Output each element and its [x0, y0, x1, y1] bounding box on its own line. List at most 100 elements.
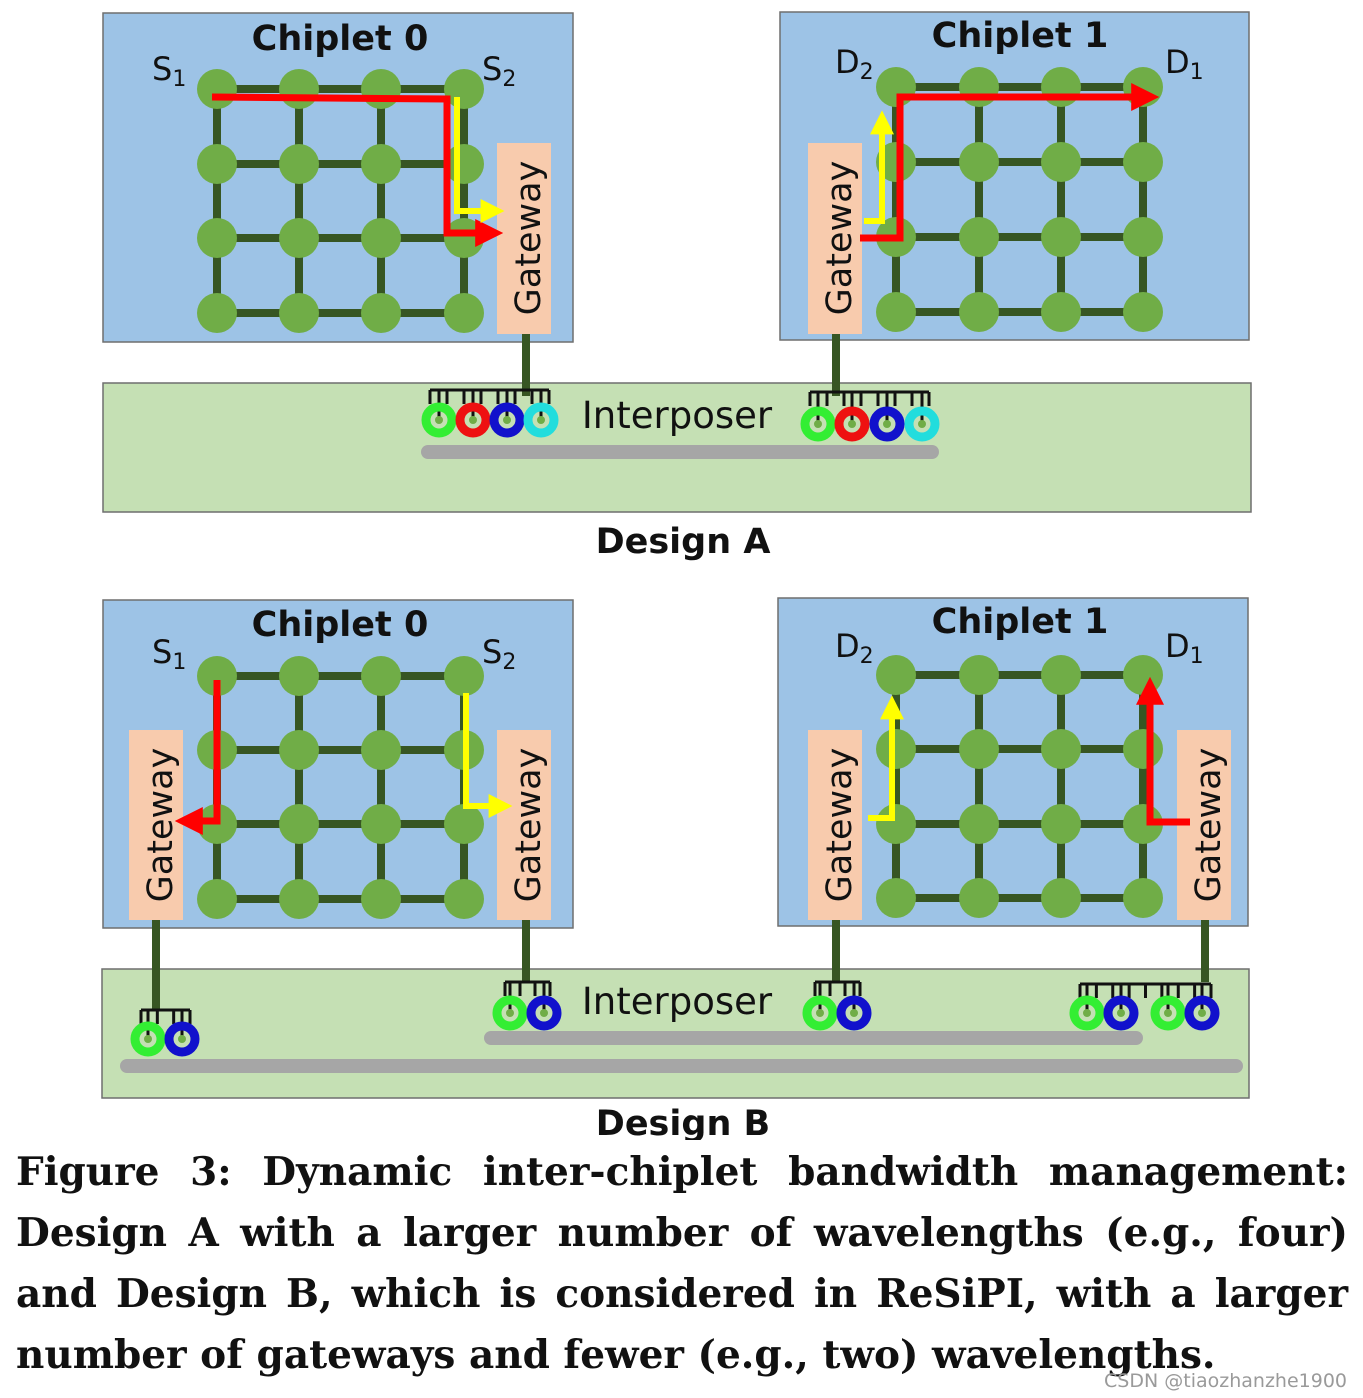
- microring-core: [1083, 1009, 1091, 1017]
- gateway-b0-right-label: Gateway: [509, 748, 549, 903]
- router-node: [279, 730, 319, 770]
- router-mesh-a0: [197, 69, 484, 333]
- router-node: [361, 144, 401, 184]
- gateway-b1-left-label: Gateway: [820, 748, 860, 903]
- microring-bank-a1: [800, 390, 940, 442]
- design-b: Interposer Gateway Gateway Chiplet 0 S1 …: [101, 597, 1250, 1140]
- microring: [834, 406, 870, 442]
- microring-core: [506, 1009, 514, 1017]
- microring-core: [1198, 1009, 1206, 1017]
- red-path-b0: [174, 680, 221, 835]
- microring-bank-a0: [421, 388, 559, 438]
- gateway-b0-left-label: Gateway: [141, 748, 181, 903]
- chiplet0-b-title: Chiplet 0: [252, 605, 429, 645]
- source-s1-b: S1: [152, 633, 186, 675]
- router-node: [279, 144, 319, 184]
- microring-core: [850, 1009, 858, 1017]
- yellow-path-a0: [454, 97, 505, 223]
- router-node: [279, 804, 319, 844]
- router-node: [1041, 729, 1081, 769]
- gateway-b0-right: [497, 730, 551, 920]
- router-node: [279, 656, 319, 696]
- dest-d1-a: D1: [1165, 43, 1204, 85]
- chiplet1-a-title: Chiplet 1: [932, 16, 1109, 56]
- microring-core: [435, 416, 443, 424]
- router-node: [444, 879, 484, 919]
- microring-core: [814, 420, 822, 428]
- router-node: [279, 293, 319, 333]
- gateway-a1: [808, 143, 862, 334]
- router-node: [361, 293, 401, 333]
- microring-core: [816, 1009, 824, 1017]
- source-s2-a: S2: [482, 50, 516, 92]
- router-node: [1041, 142, 1081, 182]
- router-node: [1041, 292, 1081, 332]
- router-node: [1041, 878, 1081, 918]
- router-node: [959, 142, 999, 182]
- router-node: [197, 69, 237, 109]
- microring-core: [178, 1035, 186, 1043]
- router-mesh-b0: [197, 656, 484, 919]
- microring-core: [918, 420, 926, 428]
- microring: [164, 1021, 200, 1057]
- router-node: [279, 218, 319, 258]
- chiplet0-b: Gateway Gateway Chiplet 0 S1 S2: [102, 599, 574, 929]
- microring: [1150, 995, 1186, 1031]
- microring: [1103, 995, 1139, 1031]
- watermark: CSDN @tiaozhanzhe1900: [1104, 1370, 1347, 1392]
- chiplet0-a-title: Chiplet 0: [252, 19, 429, 59]
- router-node: [361, 218, 401, 258]
- red-path-a0: [211, 93, 504, 247]
- red-path-b1: [1136, 676, 1190, 826]
- yellow-path-b0: [463, 693, 513, 818]
- router-node: [959, 878, 999, 918]
- microring: [523, 402, 559, 438]
- dest-d1-b: D1: [1165, 627, 1204, 669]
- router-node: [1123, 217, 1163, 257]
- source-s2-b: S2: [482, 633, 516, 675]
- microring: [1069, 995, 1105, 1031]
- design-b-title: Design B: [596, 1104, 770, 1140]
- router-node: [361, 879, 401, 919]
- gateway-a0-label: Gateway: [509, 161, 549, 316]
- router-node: [197, 656, 237, 696]
- router-node: [361, 69, 401, 109]
- router-node: [1041, 655, 1081, 695]
- router-node: [279, 69, 319, 109]
- router-node: [1123, 655, 1163, 695]
- gateway-a1-label: Gateway: [820, 161, 860, 316]
- design-a: Interposer Gateway Chiplet 0 S1 S2 Gatew…: [102, 11, 1252, 562]
- inter-chiplet-diagram: Interposer Gateway Chiplet 0 S1 S2 Gatew…: [101, 11, 1252, 1140]
- microring-core: [503, 416, 511, 424]
- router-node: [361, 730, 401, 770]
- router-node: [197, 218, 237, 258]
- microring-banks-b: [130, 980, 1220, 1057]
- chiplet1-b: Gateway Gateway Chiplet 1 D2 D1: [777, 597, 1249, 927]
- router-node: [876, 878, 916, 918]
- microring-core: [537, 416, 545, 424]
- router-node: [1041, 67, 1081, 107]
- dest-d2-a: D2: [835, 43, 874, 85]
- router-node: [959, 655, 999, 695]
- microring-core: [1164, 1009, 1172, 1017]
- microring-core: [1117, 1009, 1125, 1017]
- chiplet0-a: Gateway Chiplet 0 S1 S2: [102, 12, 574, 343]
- router-node: [197, 144, 237, 184]
- router-node: [876, 655, 916, 695]
- gateway-b1-right-label: Gateway: [1189, 748, 1229, 903]
- gateway-b0-left: [129, 730, 183, 920]
- router-node: [1123, 67, 1163, 107]
- router-node: [959, 729, 999, 769]
- interposer-label-b: Interposer: [582, 980, 773, 1023]
- microring: [455, 402, 491, 438]
- chiplet1-a: Gateway Chiplet 1 D2 D1: [779, 11, 1250, 341]
- microring: [802, 995, 838, 1031]
- router-node: [876, 67, 916, 107]
- router-node: [876, 729, 916, 769]
- router-node: [444, 656, 484, 696]
- yellow-path-b1: [868, 695, 904, 821]
- router-node: [959, 804, 999, 844]
- chiplet0-a-box: [102, 12, 574, 343]
- microring: [492, 995, 528, 1031]
- gateway-a0: [497, 143, 551, 334]
